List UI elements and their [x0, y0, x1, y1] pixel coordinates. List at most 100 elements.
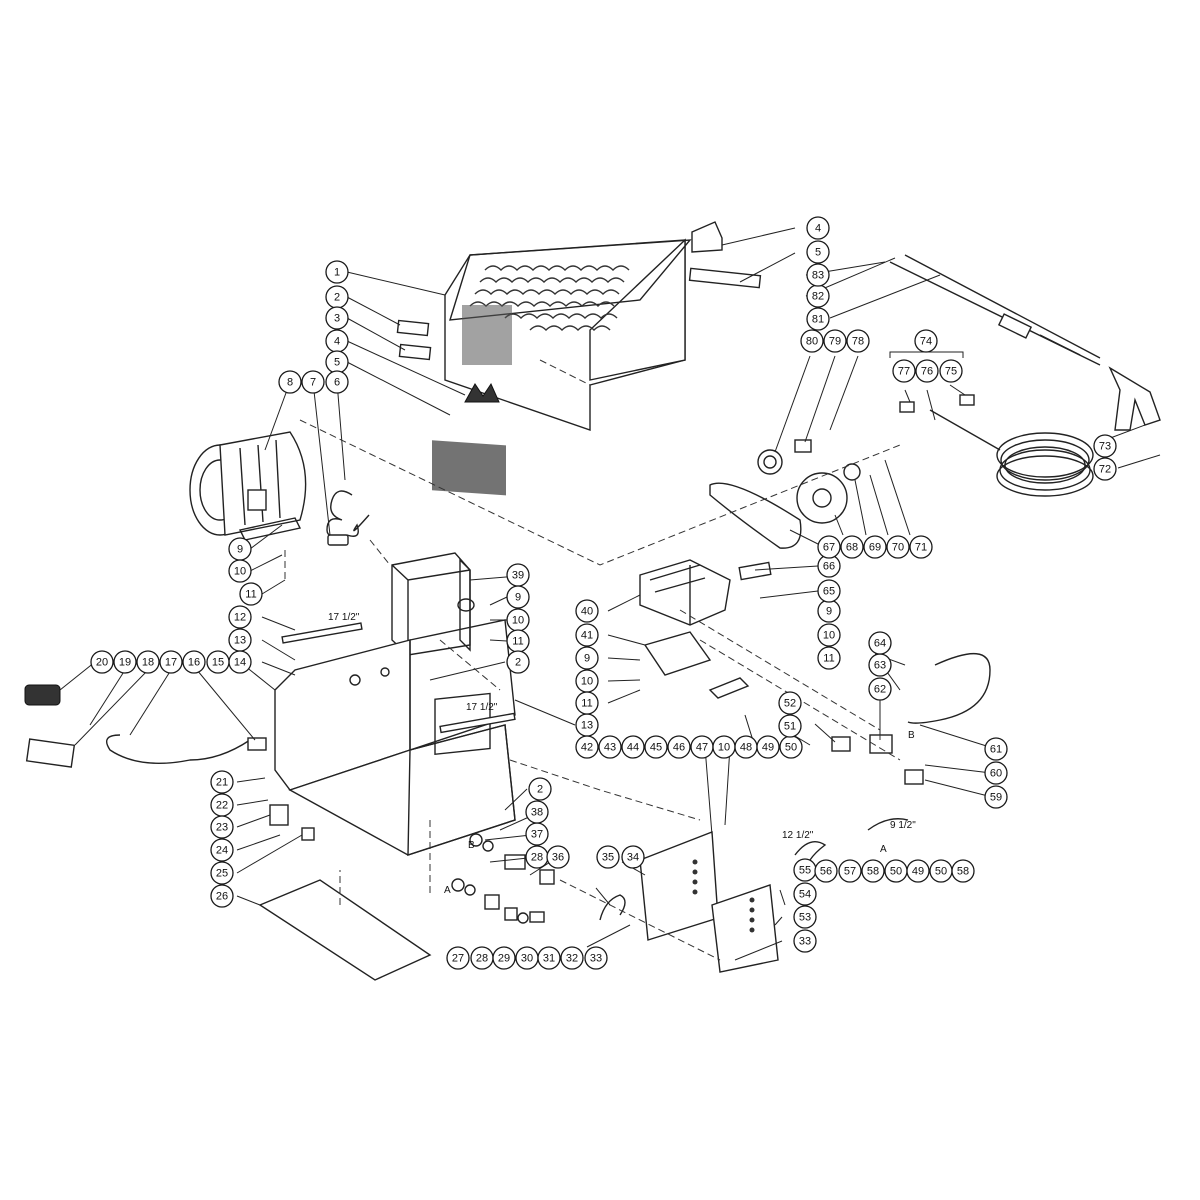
- callout-number: 60: [990, 768, 1002, 780]
- callout-c2b: 2: [506, 650, 530, 674]
- callout-c50b: 50: [884, 859, 908, 883]
- callout-c71: 71: [909, 535, 933, 559]
- callout-number: 12: [234, 612, 246, 624]
- control-box: [391, 552, 475, 656]
- callout-circle: [778, 714, 802, 738]
- callout-number: 1: [334, 267, 340, 279]
- callout-c51: 51: [778, 714, 802, 738]
- callout-number: 57: [844, 866, 856, 878]
- callout-c30: 30: [515, 946, 539, 970]
- callout-circle: [301, 370, 325, 394]
- callout-c74: 74: [914, 329, 938, 353]
- callout-circle: [228, 605, 252, 629]
- callout-c57: 57: [838, 859, 862, 883]
- callout-number: 26: [216, 891, 228, 903]
- callout-circle: [537, 946, 561, 970]
- callout-number: 8: [287, 377, 293, 389]
- rail-top-dimension: 17 1/2": [328, 612, 360, 623]
- callout-c5: 5: [325, 350, 349, 374]
- callout-number: 4: [815, 223, 821, 235]
- callout-c10e: 10: [817, 623, 841, 647]
- callout-circle: [546, 845, 570, 869]
- callout-circle: [817, 623, 841, 647]
- callout-number: 73: [1099, 441, 1111, 453]
- callout-circle: [984, 737, 1008, 761]
- callout-circle: [621, 735, 645, 759]
- callout-number: 24: [216, 845, 228, 857]
- callout-number: 36: [552, 852, 564, 864]
- callout-number: 65: [823, 586, 835, 598]
- callout-number: 58: [957, 866, 969, 878]
- callout-number: 9: [584, 653, 590, 665]
- callout-number: 72: [1099, 464, 1111, 476]
- hose-9-5: [867, 818, 909, 831]
- callout-circle: [325, 306, 349, 330]
- callout-number: 68: [846, 542, 858, 554]
- callout-number: 42: [581, 742, 593, 754]
- callout-balloons: 1234567891011121314151617181920212223242…: [90, 216, 1117, 970]
- callout-c39: 39: [506, 563, 530, 587]
- callout-number: 47: [696, 742, 708, 754]
- callout-c77: 77: [892, 359, 916, 383]
- callout-circle: [325, 260, 349, 284]
- callout-c76: 76: [915, 359, 939, 383]
- callout-number: 2: [334, 292, 340, 304]
- callout-number: 82: [812, 291, 824, 303]
- power-plug: [24, 684, 61, 706]
- callout-c38: 38: [525, 800, 549, 824]
- callout-number: 67: [823, 542, 835, 554]
- callout-number: 13: [234, 635, 246, 647]
- callout-number: 50: [890, 866, 902, 878]
- hose-left-dimension: 12 1/2": [782, 830, 814, 841]
- callout-number: 32: [566, 953, 578, 965]
- callout-c31: 31: [537, 946, 561, 970]
- callout-c29: 29: [492, 946, 516, 970]
- callout-circle: [838, 859, 862, 883]
- callout-number: 56: [820, 866, 832, 878]
- callout-circle: [210, 838, 234, 862]
- callout-c75: 75: [939, 359, 963, 383]
- callout-circle: [575, 599, 599, 623]
- callout-number: 70: [892, 542, 904, 554]
- callout-c13: 13: [228, 628, 252, 652]
- callout-number: 62: [874, 684, 886, 696]
- callout-number: 10: [581, 676, 593, 688]
- callout-circle: [446, 946, 470, 970]
- callout-circle: [182, 650, 206, 674]
- callout-number: 2: [515, 657, 521, 669]
- callout-number: 83: [812, 270, 824, 282]
- callout-circle: [325, 370, 349, 394]
- callout-number: 45: [650, 742, 662, 754]
- callout-c69: 69: [863, 535, 887, 559]
- callout-circle: [113, 650, 137, 674]
- callout-c10b: 10: [506, 608, 530, 632]
- callout-number: 9: [237, 544, 243, 556]
- callout-c11d: 11: [817, 646, 841, 670]
- callout-c2: 2: [325, 285, 349, 309]
- callout-number: 71: [915, 542, 927, 554]
- callout-c10d: 10: [712, 735, 736, 759]
- callout-number: 20: [96, 657, 108, 669]
- callout-c72: 72: [1093, 457, 1117, 481]
- callout-c49: 49: [756, 735, 780, 759]
- callout-number: 10: [234, 566, 246, 578]
- coiled-cord: [326, 490, 370, 538]
- callout-number: 78: [852, 336, 864, 348]
- callout-number: 37: [531, 829, 543, 841]
- callout-c68: 68: [840, 535, 864, 559]
- callout-c10c: 10: [575, 669, 599, 693]
- label-2-decal: [396, 319, 430, 337]
- callout-circle: [915, 359, 939, 383]
- motor-hub: [794, 439, 812, 453]
- callout-c67: 67: [817, 535, 841, 559]
- callout-number: 21: [216, 777, 228, 789]
- electric-motor: [189, 431, 307, 541]
- callout-c64: 64: [868, 631, 892, 655]
- callout-c5b: 5: [806, 240, 830, 264]
- callout-number: 17: [165, 657, 177, 669]
- callout-circle: [506, 585, 530, 609]
- callout-number: 63: [874, 660, 886, 672]
- callout-circle: [914, 329, 938, 353]
- callout-c59: 59: [984, 785, 1008, 809]
- callout-c44: 44: [621, 735, 645, 759]
